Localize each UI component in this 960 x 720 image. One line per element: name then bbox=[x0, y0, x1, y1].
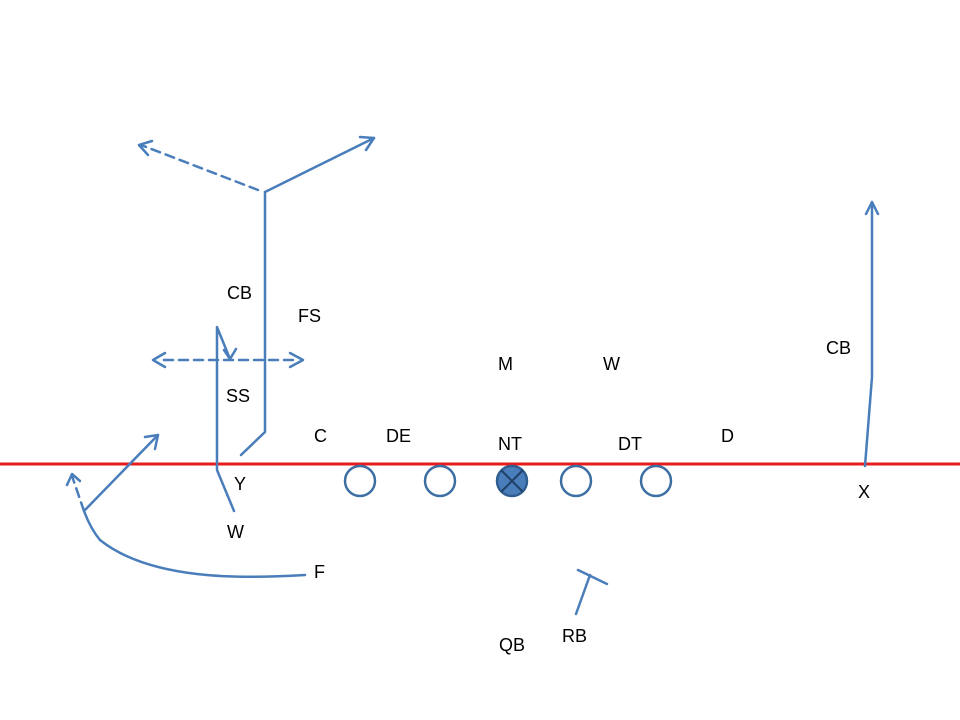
label-w-receiver: W bbox=[227, 522, 244, 542]
x-route bbox=[863, 200, 880, 468]
label-fs: FS bbox=[298, 306, 321, 326]
label-ss: SS bbox=[226, 386, 250, 406]
label-w-linebacker: W bbox=[603, 354, 620, 374]
label-dt: DT bbox=[618, 434, 642, 454]
left-tackle bbox=[343, 464, 377, 498]
f-route bbox=[65, 433, 307, 579]
rb-route bbox=[574, 568, 609, 616]
right-guard bbox=[559, 464, 593, 498]
label-d: D bbox=[721, 426, 734, 446]
label-cb-left: CB bbox=[227, 283, 252, 303]
label-rb: RB bbox=[562, 626, 587, 646]
right-tackle bbox=[639, 464, 673, 498]
label-qb: QB bbox=[499, 635, 525, 655]
left-guard bbox=[423, 464, 457, 498]
label-nt: NT bbox=[498, 434, 522, 454]
label-m: M bbox=[498, 354, 513, 374]
label-f: F bbox=[314, 562, 325, 582]
label-de: DE bbox=[386, 426, 411, 446]
center-player bbox=[495, 464, 529, 498]
label-x: X bbox=[858, 482, 870, 502]
label-cb-right: CB bbox=[826, 338, 851, 358]
label-c: C bbox=[314, 426, 327, 446]
w-route bbox=[151, 325, 305, 513]
y-route bbox=[137, 135, 376, 457]
label-y: Y bbox=[234, 474, 246, 494]
